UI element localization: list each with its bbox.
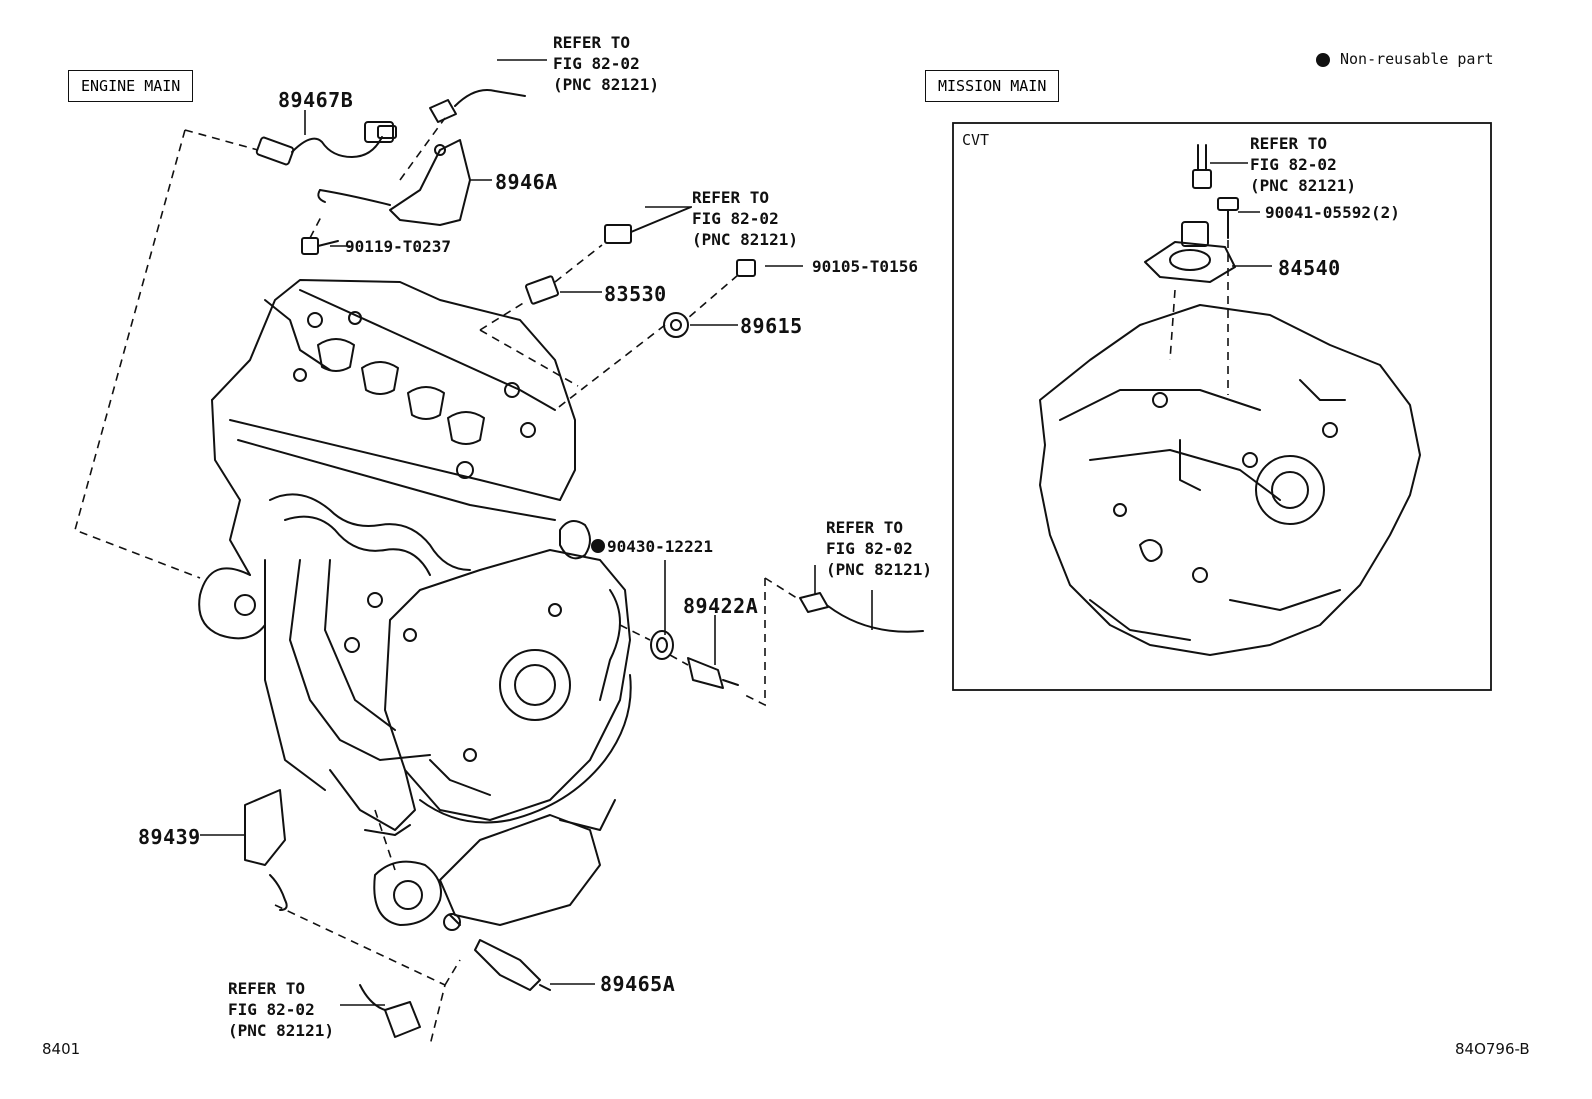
mission-main-label: MISSION MAIN [925,70,1060,102]
legend-text: Non-reusable part [1340,50,1494,68]
part-number-84540[interactable]: 84540 [1278,256,1341,280]
part-89467b-drawing [255,121,397,166]
part-90041-drawing [1217,197,1239,239]
part-number-83530[interactable]: 83530 [604,282,667,306]
part-83530-drawing [524,206,692,305]
part-number-8946a[interactable]: 8946A [495,170,558,194]
part-89439-drawing [244,789,288,911]
part-89465a-drawing [474,939,551,991]
part-number-89422a[interactable]: 89422A [683,594,759,618]
engine-assembly-drawing [198,279,632,931]
part-number-90041-05592[interactable]: 90041-05592(2) [1265,203,1400,222]
part-8946a-drawing [317,139,471,226]
engine-main-label: ENGINE MAIN [68,70,194,102]
part-number-89467b[interactable]: 89467B [278,88,354,112]
cvt-frame [952,122,1492,691]
part-number-89439[interactable]: 89439 [138,825,201,849]
cvt-assembly-drawing [1039,304,1421,656]
part-number-89465a[interactable]: 89465A [600,972,676,996]
page-code-left: 8401 [42,1040,81,1058]
part-84540-drawing [1144,221,1236,283]
cvt-label: CVT [962,131,990,149]
non-reusable-bullet-icon [1316,53,1330,67]
part-89422a-drawing [687,657,739,689]
part-number-90430-12221[interactable]: 90430-12221 [607,537,713,556]
part-number-90119-t0237[interactable]: 90119-T0237 [345,237,451,256]
non-reusable-bullet-icon [591,539,605,553]
part-89615-drawing [663,312,689,338]
part-number-90105-t0156[interactable]: 90105-T0156 [812,257,918,276]
figure-code-right: 84O796-B [1455,1040,1530,1058]
part-number-89615[interactable]: 89615 [740,314,803,338]
